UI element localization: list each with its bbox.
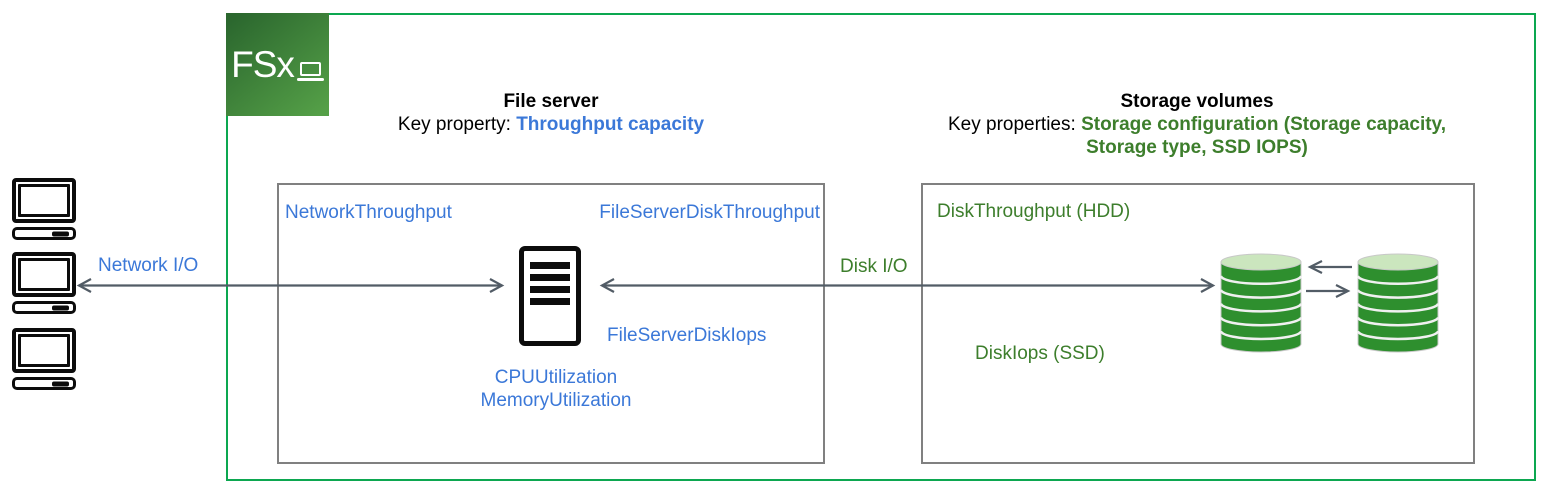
file-server-title: File server (503, 91, 599, 112)
metric-network-throughput: NetworkThroughput (285, 202, 452, 223)
metric-disk-throughput-hdd: DiskThroughput (HDD) (937, 201, 1131, 222)
metric-utilization-group: CPUUtilization MemoryUtilization (421, 366, 691, 412)
desktop-computer-icon (12, 252, 76, 314)
laptop-icon (296, 61, 324, 84)
storage-volumes-title: Storage volumes (1120, 91, 1274, 112)
metric-disk-iops-ssd: DiskIops (SSD) (975, 343, 1105, 364)
desktop-computer-icon (12, 178, 76, 240)
storage-volumes-header: Storage volumes Key properties: Storage … (947, 90, 1447, 159)
metric-memory-utilization: MemoryUtilization (480, 390, 632, 411)
disk-stack-icon (1220, 253, 1302, 353)
fsx-logo-label: FSx (231, 44, 295, 85)
metric-file-server-disk-throughput: FileServerDiskThroughput (599, 202, 820, 223)
key-property-prefix: Key property: (397, 114, 517, 135)
storage-volumes-key-properties: Key properties: Storage configuration (S… (947, 113, 1447, 159)
server-icon (519, 246, 581, 346)
file-server-key-property: Key property: Throughput capacity (277, 113, 825, 136)
disk-stack-icon (1357, 253, 1439, 353)
metric-cpu-utilization: CPUUtilization (494, 367, 618, 388)
metric-file-server-disk-iops: FileServerDiskIops (607, 325, 767, 346)
key-properties-value: Storage configuration (Storage capacity,… (1081, 114, 1446, 158)
key-property-value: Throughput capacity (516, 114, 705, 135)
key-properties-prefix: Key properties: (947, 114, 1082, 135)
disk-io-label: Disk I/O (840, 256, 908, 277)
storage-volumes-box (921, 183, 1475, 464)
fsx-system-boundary (226, 13, 1536, 481)
fsx-logo: FSx (226, 13, 329, 116)
desktop-computer-icon (12, 328, 76, 390)
file-server-box (277, 183, 825, 464)
file-server-header: File server Key property: Throughput cap… (277, 90, 825, 136)
network-io-label: Network I/O (98, 255, 199, 276)
